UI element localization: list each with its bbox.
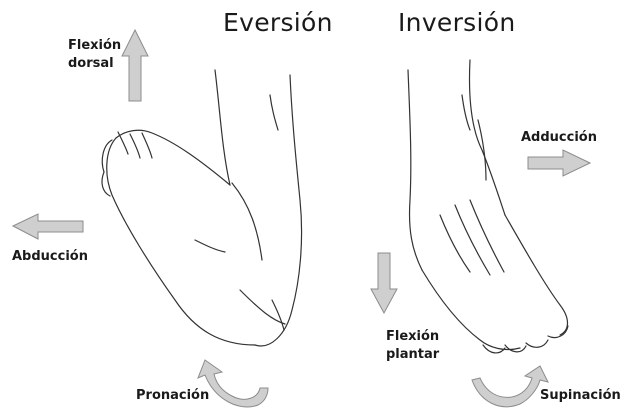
label-aduccion: Adducción	[521, 129, 597, 146]
right-foot-illustration	[408, 60, 568, 353]
label-abduccion: Abducción	[12, 248, 88, 265]
title-eversion: Eversión	[223, 8, 333, 38]
label-flexion-dorsal-2: dorsal	[68, 55, 114, 72]
label-flexion-plantar-1: Flexión	[386, 328, 439, 345]
label-flexion-plantar-2: plantar	[386, 346, 439, 363]
label-pronacion: Pronación	[136, 387, 209, 404]
flexion-plantar-arrow	[371, 253, 397, 313]
flexion-dorsal-arrow	[122, 30, 148, 101]
left-foot-illustration	[102, 70, 302, 346]
label-supinacion: Supinación	[540, 387, 621, 404]
supinacion-arrow	[472, 366, 548, 407]
label-flexion-dorsal-1: Flexión	[68, 37, 121, 54]
title-inversion: Inversión	[398, 8, 515, 38]
abduccion-arrow	[13, 214, 83, 239]
aduccion-arrow	[528, 150, 590, 176]
